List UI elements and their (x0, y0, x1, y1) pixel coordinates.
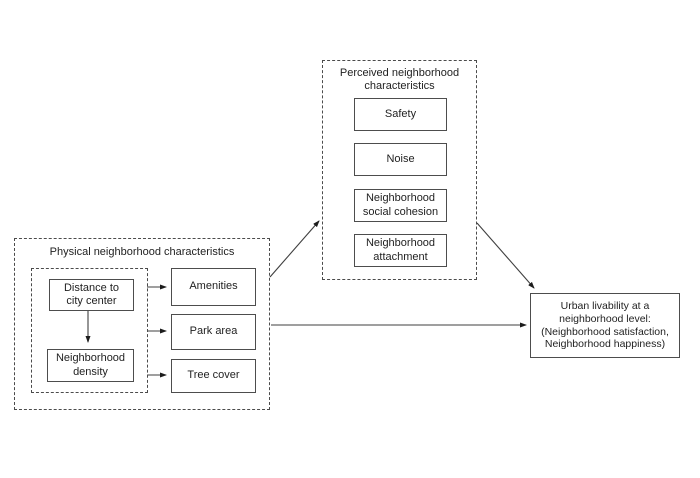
distance-to-city-center-box: Distance to city center (49, 279, 134, 311)
physical-drivers-group: Distance to city center Neighborhood den… (31, 268, 148, 393)
urban-livability-outcome-label: Urban livability at a neighborhood level… (541, 299, 669, 351)
neighborhood-attachment-box: Neighborhood attachment (354, 234, 447, 267)
urban-livability-outcome-box: Urban livability at a neighborhood level… (530, 293, 680, 358)
amenities-box: Amenities (171, 268, 256, 306)
physical-characteristics-group: Physical neighborhood characteristics Di… (14, 238, 270, 410)
perceived-characteristics-group: Perceived neighborhood characteristics S… (322, 60, 477, 280)
park-area-box: Park area (171, 314, 256, 350)
noise-box: Noise (354, 143, 447, 176)
arrow-perceived-to-outcome-icon (476, 222, 535, 289)
arrow-physical-to-perceived-icon (269, 220, 320, 278)
safety-box: Safety (354, 98, 447, 131)
tree-cover-box: Tree cover (171, 359, 256, 393)
neighborhood-density-box: Neighborhood density (47, 349, 134, 382)
neighborhood-social-cohesion-box: Neighborhood social cohesion (354, 189, 447, 222)
physical-group-title: Physical neighborhood characteristics (49, 246, 235, 258)
perceived-group-title: Perceived neighborhood characteristics (339, 67, 460, 93)
